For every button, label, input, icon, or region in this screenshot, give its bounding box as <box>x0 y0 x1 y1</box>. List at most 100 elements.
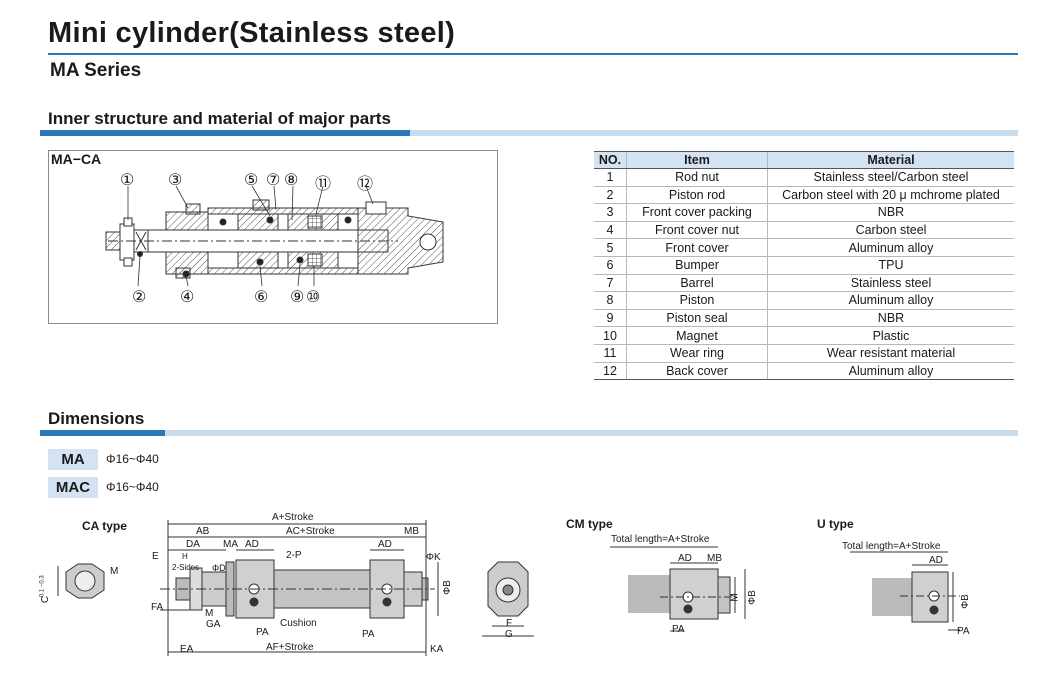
cm-dim-mb: MB <box>707 553 722 564</box>
page-title: Mini cylinder(Stainless steel) <box>48 17 456 49</box>
ca-type-label: CA type <box>82 519 127 533</box>
dim-c-tolerance: −0.1 −0.3 <box>39 575 46 601</box>
header-item: Item <box>626 151 768 169</box>
cell-no: 9 <box>594 309 627 328</box>
ca-type-drawing <box>57 520 534 656</box>
series-subtitle: MA Series <box>50 60 142 81</box>
parts-table-header: NO. Item Material <box>594 151 1014 169</box>
cell-material: Aluminum alloy <box>767 362 1014 381</box>
u-dim-phi-b: ΦB <box>959 594 971 609</box>
title-rule <box>48 53 1018 55</box>
u-type-label: U type <box>817 517 854 531</box>
callout-12: ⑫ <box>357 176 374 193</box>
dim-mb: MB <box>404 526 419 537</box>
dim-phi-k: ΦK <box>426 552 441 563</box>
dim-fa: FA <box>151 602 164 613</box>
cell-material: Plastic <box>767 326 1014 345</box>
dim-2p: 2-P <box>286 550 302 561</box>
dim-2-sides: 2-Sides <box>172 563 200 572</box>
cm-total-length: Total length=A+Stroke <box>611 534 710 545</box>
header-no: NO. <box>594 151 627 169</box>
cell-item: Magnet <box>626 326 768 345</box>
cell-item: Rod nut <box>626 168 768 187</box>
callout-1: ① <box>120 172 135 189</box>
callout-3: ③ <box>168 172 183 189</box>
cm-dim-m: M <box>729 593 741 602</box>
cm-type-label: CM type <box>566 517 613 531</box>
header-material: Material <box>767 151 1014 169</box>
u-dim-pa: PA <box>957 626 970 637</box>
dim-h: H <box>182 552 188 561</box>
callout-8: ⑧ <box>284 172 299 189</box>
cell-item: Front cover packing <box>626 203 768 222</box>
dim-ka: KA <box>430 644 444 655</box>
cell-material: Stainless steel <box>767 274 1014 293</box>
cm-dim-pa: PA <box>672 624 685 635</box>
dim-ma: MA <box>223 539 238 550</box>
cell-item: Barrel <box>626 274 768 293</box>
dim-a-stroke: A+Stroke <box>272 512 314 523</box>
cell-no: 7 <box>594 274 627 293</box>
callout-11: ⑪ <box>315 176 332 193</box>
structure-diagram-label: MA−CA <box>51 151 102 167</box>
cell-material: Carbon steel with 20 μ mchrome plated <box>767 186 1014 205</box>
cell-no: 10 <box>594 326 627 345</box>
dim-e: E <box>152 551 159 562</box>
dim-ga: GA <box>206 619 221 630</box>
cm-dim-ad: AD <box>678 553 692 564</box>
u-type-drawing <box>850 551 960 631</box>
u-total-length: Total length=A+Stroke <box>842 541 941 552</box>
cell-material: Aluminum alloy <box>767 238 1014 257</box>
cell-no: 2 <box>594 186 627 205</box>
structure-diagram <box>105 185 444 287</box>
cell-material: TPU <box>767 256 1014 275</box>
model-tag-ma: MA <box>48 449 98 470</box>
cell-no: 8 <box>594 291 627 310</box>
callout-6: ⑥ <box>254 289 269 306</box>
callout-10: ⑩ <box>306 289 321 306</box>
dim-f: F <box>506 618 513 629</box>
dim-m-body: M <box>205 608 214 619</box>
model-range-mac: Φ16~Φ40 <box>106 480 159 494</box>
u-dim-ad: AD <box>929 555 943 566</box>
cell-item: Back cover <box>626 362 768 381</box>
cell-item: Wear ring <box>626 344 768 363</box>
dim-af-stroke: AF+Stroke <box>266 642 314 653</box>
dim-ea: EA <box>180 644 194 655</box>
cell-material: Stainless steel/Carbon steel <box>767 168 1014 187</box>
dim-pa: PA <box>256 627 269 638</box>
cell-item: Piston seal <box>626 309 768 328</box>
cell-item: Bumper <box>626 256 768 275</box>
dim-phi-d: ΦD <box>212 563 226 573</box>
cell-item: Piston rod <box>626 186 768 205</box>
cell-item: Front cover nut <box>626 221 768 240</box>
dim-pa-right: PA <box>362 629 375 640</box>
dim-g: G <box>505 629 513 640</box>
cell-no: 12 <box>594 362 627 381</box>
dim-phi-b: ΦB <box>441 580 453 595</box>
structure-section-bar <box>40 130 1018 136</box>
dim-ad-right: AD <box>378 539 392 550</box>
cell-no: 11 <box>594 344 627 363</box>
cell-material: Wear resistant material <box>767 344 1014 363</box>
cell-no: 1 <box>594 168 627 187</box>
cell-no: 5 <box>594 238 627 257</box>
cell-item: Front cover <box>626 238 768 257</box>
dim-da: DA <box>186 539 200 550</box>
model-tag-mac: MAC <box>48 477 98 498</box>
dimensions-section-heading: Dimensions <box>48 409 145 428</box>
model-range-ma: Φ16~Φ40 <box>106 452 159 466</box>
cell-material: Aluminum alloy <box>767 291 1014 310</box>
cell-no: 3 <box>594 203 627 222</box>
